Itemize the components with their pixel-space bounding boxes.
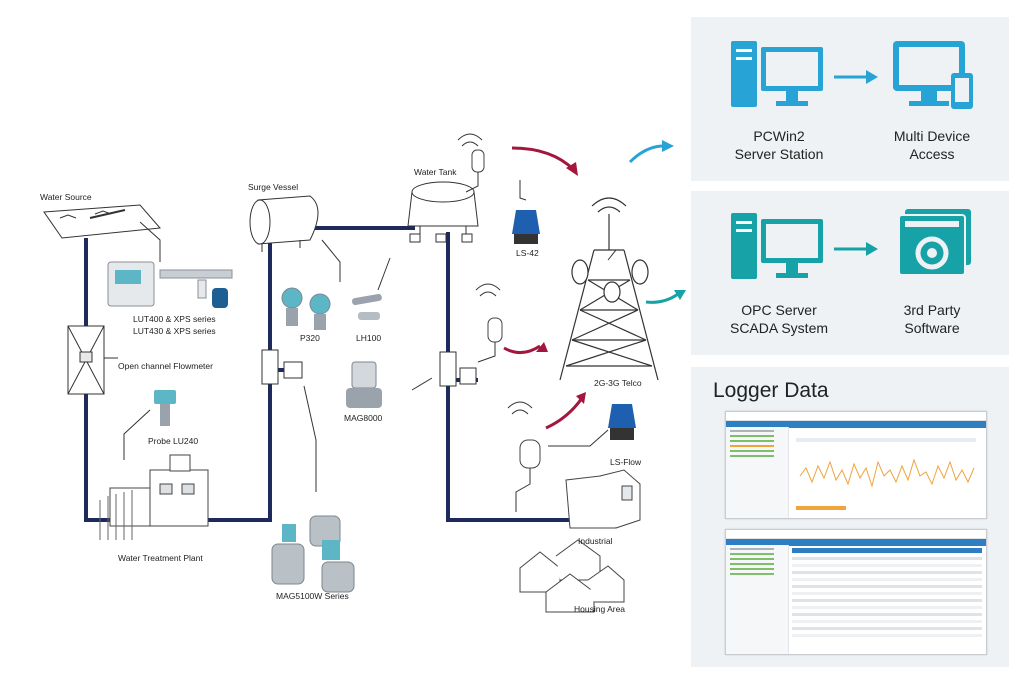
- industrial-building-icon: [565, 469, 641, 529]
- water-source-label: Water Source: [40, 192, 92, 202]
- mag5100w-flowmeter-icon: [271, 515, 355, 593]
- radio-antenna-icon: [475, 283, 503, 363]
- ls42-logger-icon: [512, 210, 540, 244]
- arrow-right-icon: [834, 242, 878, 256]
- p320-pressure-transmitter-icon: [281, 287, 331, 330]
- logger-table: [792, 548, 982, 641]
- housing-label: Housing Area: [574, 604, 625, 614]
- tee-junction-icon: [439, 351, 477, 387]
- opc-caption: OPC Server SCADA System: [711, 301, 847, 337]
- logger-trend-chart: [796, 438, 976, 510]
- p320-label: P320: [300, 333, 320, 343]
- water-source-icon: [43, 204, 162, 239]
- surge-vessel-icon: [249, 195, 319, 252]
- multi-device-caption-line2: Access: [909, 146, 955, 162]
- opc-caption-line1: OPC Server: [741, 302, 817, 318]
- logger-data-title: Logger Data: [713, 379, 829, 402]
- mag5100w-label: MAG5100W Series: [276, 591, 349, 601]
- housing-area-icon: [519, 539, 625, 613]
- logger-chart-screenshot: [725, 411, 987, 519]
- water-network-diagram: Water Source LUT400 & XPS series LUT430 …: [40, 133, 686, 614]
- third-party-caption-line2: Software: [904, 320, 960, 336]
- logger-data-panel: Logger Data: [691, 367, 1009, 667]
- water-tank-label: Water Tank: [414, 167, 457, 177]
- telco-label: 2G-3G Telco: [594, 378, 642, 388]
- pcwin2-caption-line1: PCWin2: [753, 128, 805, 144]
- pcwin2-panel: PCWin2 Server Station Multi Device Acces…: [691, 17, 1009, 181]
- ls-flow-label: LS-Flow: [610, 457, 642, 467]
- ls42-label: LS-42: [516, 248, 539, 258]
- open-channel-label: Open channel Flowmeter: [118, 361, 213, 371]
- lut400-label: LUT400 & XPS series: [133, 314, 216, 324]
- mag8000-label: MAG8000: [344, 413, 383, 423]
- probe-lu240-icon: [154, 390, 176, 426]
- multi-device-icon: [893, 41, 973, 109]
- water-treatment-label: Water Treatment Plant: [118, 553, 203, 563]
- pcwin2-caption-line2: Server Station: [734, 146, 824, 162]
- opc-caption-line2: SCADA System: [729, 320, 829, 336]
- water-tank-icon: [407, 181, 479, 243]
- surge-vessel-label: Surge Vessel: [248, 182, 298, 192]
- open-channel-flowmeter-icon: [67, 325, 105, 395]
- pipe-junction-icon: [261, 349, 303, 385]
- water-treatment-plant-icon: [99, 454, 209, 540]
- lut430-label: LUT430 & XPS series: [133, 326, 216, 336]
- multi-device-caption-line1: Multi Device: [893, 128, 971, 144]
- radio-antenna-icon: [507, 401, 541, 512]
- third-party-caption-line1: 3rd Party: [903, 302, 961, 318]
- logger-table-screenshot: [725, 529, 987, 655]
- ls-flow-logger-icon: [608, 404, 636, 440]
- arrow-right-icon: [834, 70, 878, 84]
- industrial-label: Industrial: [578, 536, 613, 546]
- probe-label: Probe LU240: [148, 436, 198, 446]
- lut400-device-icon: [107, 261, 233, 308]
- lh100-label: LH100: [356, 333, 381, 343]
- telco-tower-icon: [559, 197, 659, 381]
- settings-gear-window-icon: [898, 209, 971, 276]
- lh100-sensor-icon: [352, 293, 382, 320]
- radio-antenna-icon: [457, 133, 485, 193]
- pcwin2-caption: PCWin2 Server Station: [711, 127, 847, 163]
- opc-server-panel: OPC Server SCADA System 3rd Party Softwa…: [691, 191, 1009, 355]
- opc-server-icon: [731, 213, 823, 279]
- desktop-server-icon: [731, 41, 823, 107]
- mag8000-flowmeter-icon: [346, 361, 382, 408]
- multi-device-caption: Multi Device Access: [867, 127, 997, 163]
- cloud-link-arrows: [628, 140, 686, 304]
- signal-arrows: [503, 146, 584, 430]
- arrowhead-icon: [536, 162, 586, 404]
- third-party-caption: 3rd Party Software: [867, 301, 997, 337]
